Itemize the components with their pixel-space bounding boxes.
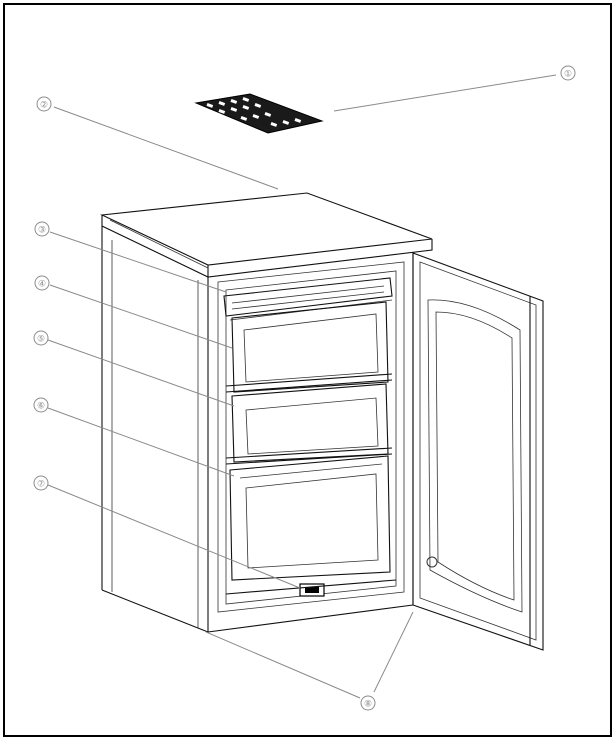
callout-7: ⑦ <box>33 475 49 491</box>
leader-4 <box>49 284 233 349</box>
callout-6-label: ⑥ <box>37 402 45 412</box>
callout-8-label: ⑧ <box>364 700 372 710</box>
leader-6 <box>47 407 235 477</box>
bottom-latch <box>225 579 397 597</box>
callout-5: ⑤ <box>33 330 49 346</box>
callout-5-label: ⑤ <box>37 335 45 345</box>
leader-1 <box>333 74 557 112</box>
control-panel <box>194 93 324 134</box>
cabinet-interior <box>217 261 405 613</box>
callout-3: ③ <box>34 221 50 237</box>
leader-7 <box>47 484 301 589</box>
callout-7-label: ⑦ <box>37 480 45 490</box>
leader-8a <box>205 631 361 699</box>
leader-lines <box>47 74 557 699</box>
leader-8b <box>373 611 414 693</box>
leader-3 <box>49 231 227 293</box>
callout-1-label: ① <box>564 70 572 80</box>
middle-drawer <box>225 383 393 465</box>
callout-3-label: ③ <box>38 226 46 236</box>
callout-2: ② <box>36 96 52 112</box>
top-shelf <box>223 277 393 321</box>
callout-4: ④ <box>34 275 50 291</box>
lower-drawer <box>229 455 391 581</box>
callout-6: ⑥ <box>33 397 49 413</box>
outer-frame <box>3 3 612 737</box>
leader-2 <box>53 106 279 190</box>
callout-2-label: ② <box>40 101 48 111</box>
open-door <box>412 252 544 651</box>
leader-5 <box>47 339 235 407</box>
upper-drawer <box>225 301 393 393</box>
callout-1: ① <box>560 65 576 81</box>
callout-4-label: ④ <box>38 280 46 290</box>
callout-8: ⑧ <box>360 695 376 711</box>
